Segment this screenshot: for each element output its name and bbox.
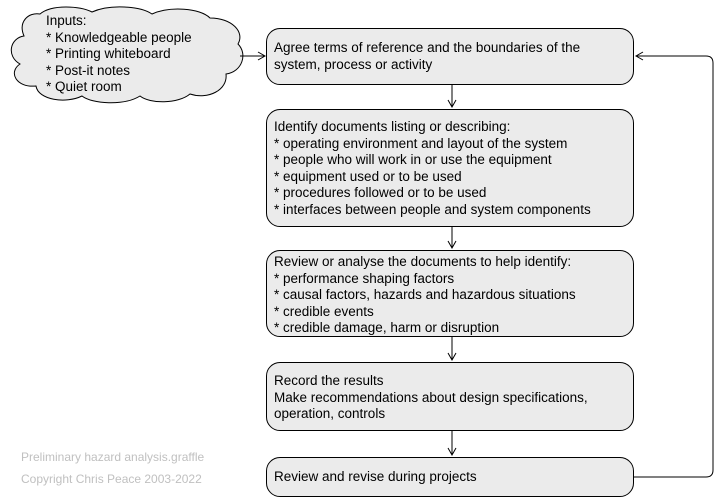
step-text: Record the results	[274, 373, 384, 388]
step-text: Review or analyse the documents to help …	[274, 254, 572, 269]
step-text: * equipment used or to be used	[274, 168, 462, 184]
step-record-results-box: Record the results Make recommendations …	[266, 362, 634, 431]
step-text: * people who will work in or use the equ…	[274, 152, 552, 168]
footer: Preliminary hazard analysis.graffle Copy…	[21, 446, 204, 490]
feedback-loop-arrowhead	[634, 51, 644, 61]
input-item: * Printing whiteboard	[46, 46, 171, 62]
input-item: * Post-it notes	[46, 62, 131, 78]
step-review-revise-box: Review and revise during projects	[266, 457, 634, 497]
inputs-heading: Inputs:	[46, 13, 87, 28]
arrowhead-cloud-to-step1	[257, 51, 267, 61]
step-identify-documents-box: Identify documents listing or describing…	[266, 109, 634, 227]
input-item: * Knowledgeable people	[46, 29, 192, 45]
arrow-step3-to-step4	[447, 337, 457, 362]
step-text: * credible events	[274, 303, 374, 319]
step-agree-terms-box: Agree terms of reference and the boundar…	[266, 28, 634, 85]
input-item: * Quiet room	[46, 79, 122, 95]
inputs-cloud-shape	[10, 6, 244, 104]
step-text: Review and revise during projects	[274, 469, 477, 484]
step-review-documents-box: Review or analyse the documents to help …	[266, 250, 634, 337]
step-text: Identify documents listing or describing…	[274, 119, 511, 134]
arrow-step4-to-step5	[447, 431, 457, 457]
step-text: * causal factors, hazards and hazardous …	[274, 287, 576, 303]
inputs-cloud-text: Inputs: * Knowledgeable people * Printin…	[46, 13, 192, 96]
feedback-loop-arrow	[634, 55, 714, 478]
step-text: * credible damage, harm or disruption	[274, 320, 500, 336]
step-text: Agree terms of reference and the boundar…	[274, 40, 581, 55]
step-text: * interfaces between people and system c…	[274, 201, 591, 217]
arrow-step1-to-step2	[447, 85, 457, 109]
step-text: Make recommendations about design specif…	[274, 389, 588, 405]
step-text: * performance shaping factors	[274, 270, 455, 286]
footer-copyright: Copyright Chris Peace 2003-2022	[21, 472, 202, 486]
arrow-step2-to-step3	[447, 227, 457, 250]
footer-filename: Preliminary hazard analysis.graffle	[21, 450, 205, 464]
step-text: operation, controls	[274, 406, 386, 422]
step-text: * procedures followed or to be used	[274, 185, 487, 201]
step-text: * operating environment and layout of th…	[274, 135, 568, 151]
step-text: system, process or activity	[274, 56, 433, 72]
